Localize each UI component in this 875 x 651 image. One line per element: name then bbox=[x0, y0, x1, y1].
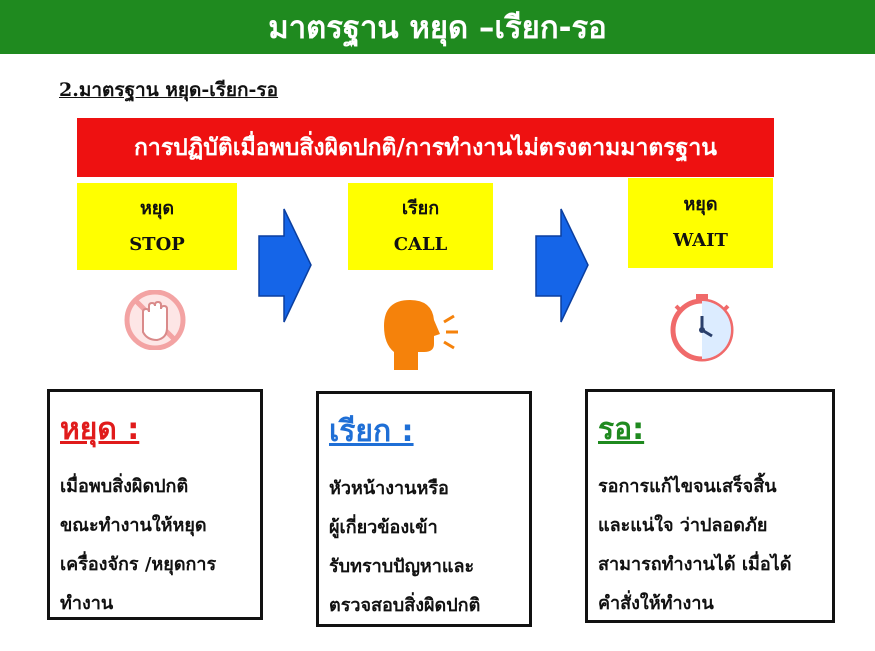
card-stop: หยุด : เมื่อพบสิ่งผิดปกติ ขณะทำงานให้หยุ… bbox=[47, 389, 263, 620]
section-subtitle: 2.มาตรฐาน หยุด-เรียก-รอ bbox=[59, 79, 279, 101]
card-wait-line: รอการแก้ไขจนเสร็จสิ้น bbox=[598, 476, 777, 497]
step-wait-en: WAIT bbox=[673, 230, 728, 251]
step-stop-thai: หยุด bbox=[139, 197, 175, 219]
card-wait-line: คำสั่งให้ทำงาน bbox=[598, 593, 714, 614]
step-call-en: CALL bbox=[393, 233, 448, 255]
page-title: มาตรฐาน หยุด –เรียก-รอ bbox=[0, 0, 875, 54]
arrow-right-icon bbox=[258, 208, 312, 323]
card-wait: รอ: รอการแก้ไขจนเสร็จสิ้น และแน่ใจ ว่าปล… bbox=[585, 389, 835, 623]
card-call-line: ผู้เกี่ยวข้องเข้า bbox=[329, 517, 438, 538]
card-stop-line: เมื่อพบสิ่งผิดปกติ bbox=[60, 476, 189, 497]
card-call: เรียก : หัวหน้างานหรือ ผู้เกี่ยวข้องเข้า… bbox=[316, 391, 532, 627]
card-stop-title: หยุด : bbox=[60, 412, 140, 447]
step-stop-box: หยุด STOP bbox=[77, 183, 237, 270]
step-call-box: เรียก CALL bbox=[348, 183, 493, 270]
arrow-right-icon bbox=[535, 208, 589, 323]
card-wait-title: รอ: bbox=[598, 412, 645, 447]
stop-hand-icon bbox=[124, 290, 186, 350]
step-wait-box: หยุด WAIT bbox=[628, 178, 773, 268]
card-wait-line: และแน่ใจ ว่าปลอดภัย bbox=[598, 515, 768, 536]
card-stop-line: ขณะทำงานให้หยุด bbox=[60, 515, 207, 536]
card-call-line: หัวหน้างานหรือ bbox=[329, 478, 449, 499]
step-wait-thai: หยุด bbox=[683, 194, 718, 215]
speaking-head-icon bbox=[384, 300, 458, 370]
stopwatch-icon bbox=[670, 294, 734, 362]
card-wait-line: สามารถทำงานได้ เมื่อได้ bbox=[598, 554, 792, 575]
card-call-line: ตรวจสอบสิ่งผิดปกติ bbox=[329, 595, 481, 616]
instruction-banner: การปฏิบัติเมื่อพบสิ่งผิดปกติ/การทำงานไม่… bbox=[77, 118, 774, 177]
card-stop-line: เครื่องจักร /หยุดการ bbox=[60, 554, 217, 575]
card-call-title: เรียก : bbox=[329, 414, 414, 449]
step-call-thai: เรียก bbox=[401, 197, 440, 219]
step-stop-en: STOP bbox=[129, 233, 185, 255]
card-stop-line: ทำงาน bbox=[60, 593, 114, 614]
card-call-line: รับทราบปัญหาและ bbox=[329, 556, 475, 577]
